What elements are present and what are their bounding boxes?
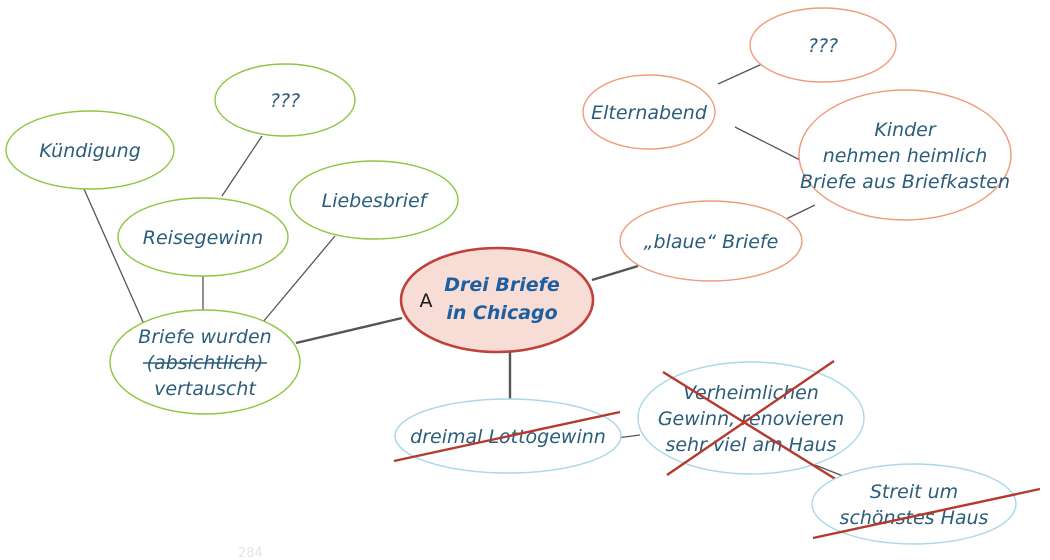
node-elternabend: Elternabend: [582, 74, 716, 150]
node-label-line: Briefe aus Briefkasten: [800, 171, 1010, 193]
center-ellipse: [399, 246, 595, 354]
connector-fragen-reisegewinn: [221, 135, 263, 197]
node-reisegewinn: Reisegewinn: [117, 197, 289, 277]
connector-vertauscht-center: [295, 316, 403, 345]
connector-elternabend-fragen: [717, 63, 763, 85]
node-label-line: ???: [270, 90, 300, 112]
node-label-line: vertauscht: [154, 378, 257, 400]
node-ellipse: [811, 463, 1017, 545]
cross-out-line: [662, 370, 838, 482]
node-label-line: Kündigung: [39, 140, 141, 162]
connector-liebesbrief-vertauscht: [262, 235, 336, 323]
node-ellipse: [798, 89, 1012, 221]
node-streit: Streit um schönstes Haus: [811, 463, 1041, 545]
node-ellipse: [619, 200, 803, 282]
faint-page-number: 284: [238, 546, 263, 560]
node-label-line: Streit um: [870, 481, 958, 503]
node-fragen-orange: ???: [749, 7, 897, 83]
node-liebesbrief: Liebesbrief: [289, 160, 459, 240]
center-title-line: Drei Briefe: [444, 274, 560, 296]
node-label-line: ???: [808, 35, 838, 57]
node-vertauscht: Briefe wurden(absichtlich)vertauscht: [109, 309, 301, 415]
cross-out-line: [393, 410, 621, 463]
node-ellipse: [749, 7, 897, 83]
node-ellipse: [582, 74, 716, 150]
node-label-line: Liebesbrief: [322, 190, 430, 212]
node-label-line: Elternabend: [591, 102, 708, 124]
node-label-line: Briefe wurden: [138, 326, 271, 348]
cross-out-line: [812, 487, 1041, 540]
node-ellipse: [117, 197, 289, 277]
node-ellipse: [214, 63, 356, 137]
node-blaue-briefe: „blaue“ Briefe: [619, 200, 803, 282]
center-letter: A: [420, 290, 433, 312]
nodes-layer: Kündigung???ReisegewinnLiebesbriefBriefe…: [5, 7, 1041, 545]
node-ellipse: [5, 110, 175, 190]
connector-blaue-kinder: [783, 204, 816, 221]
node-label-line: Reisegewinn: [143, 227, 263, 249]
connector-center-blaue: [591, 264, 639, 282]
node-label-line: sehr viel am Haus: [665, 434, 836, 456]
node-fragen-gruen: ???: [214, 63, 356, 137]
node-ellipse: [289, 160, 459, 240]
node-label-line: „blaue“ Briefe: [644, 231, 779, 253]
node-ellipse: [109, 309, 301, 415]
connector-kuendigung-vertauscht: [83, 188, 144, 323]
node-lottogewinn: dreimal Lottogewinn: [393, 398, 622, 474]
center-title-line: in Chicago: [446, 302, 557, 324]
connector-verheimlichen-streit: [809, 462, 844, 477]
connector-kinder-elternabend: [734, 126, 801, 161]
center-node: A Drei Briefe in Chicago: [399, 246, 595, 354]
node-label-line: nehmen heimlich: [823, 145, 988, 167]
node-label-line: Kinder: [874, 119, 937, 141]
cross-out-line: [666, 360, 835, 476]
node-label-line: schönstes Haus: [840, 507, 989, 529]
node-kuendigung: Kündigung: [5, 110, 175, 190]
node-label-line: Verheimlichen: [683, 382, 819, 404]
